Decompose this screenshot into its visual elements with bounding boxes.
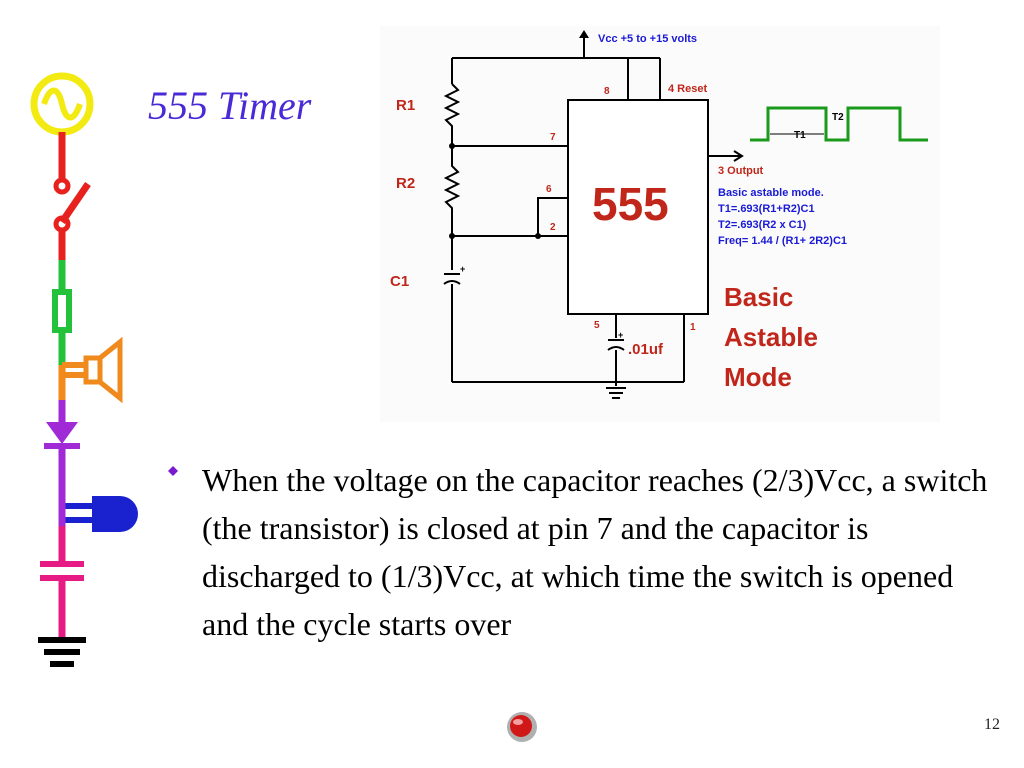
page-number: 12 [984, 716, 1000, 733]
circuit-ground-icon [606, 387, 626, 399]
timer-555-circuit-diagram: Vcc +5 to +15 volts R1 R2 + C1 7 2 6 555… [380, 26, 940, 422]
r1-resistor [443, 83, 461, 146]
r2-label: R2 [396, 175, 415, 192]
ground-icon [38, 637, 86, 667]
supply-label: Vcc +5 to +15 volts [598, 33, 697, 45]
chip-555-body [567, 99, 709, 315]
mode-title-2: Astable [724, 322, 818, 352]
switch-icon [53, 132, 91, 260]
r1-label: R1 [396, 97, 415, 114]
diode-icon [44, 400, 80, 500]
chip-label: 555 [592, 178, 669, 230]
mode-title-3: Mode [724, 362, 792, 392]
pin6-wire [537, 197, 568, 236]
pin7-label: 7 [550, 132, 556, 143]
fuse-icon [52, 260, 72, 365]
pin6-label: 6 [546, 184, 552, 195]
cap-label: .01uf [628, 341, 664, 358]
c1-capacitor: + [443, 264, 465, 285]
svg-text:+: + [460, 264, 465, 274]
pin2-label: 2 [550, 222, 556, 233]
r2-resistor [443, 146, 461, 236]
capacitor-icon [40, 526, 84, 638]
pin4-reset-label: 4 Reset [668, 83, 707, 95]
vcc-arrow-icon [579, 30, 589, 38]
lamp-icon [58, 496, 138, 560]
c1-label: C1 [390, 273, 409, 290]
output-arrow-icon [733, 150, 744, 162]
circuit-symbols-sidebar [30, 72, 138, 667]
svg-text:+: + [618, 330, 623, 340]
output-waveform [750, 106, 928, 142]
pin5-label: 5 [594, 320, 600, 331]
pin8-label: 8 [604, 86, 610, 97]
bullet-text: When the voltage on the capacitor reache… [202, 462, 988, 642]
output-label: 3 Output [718, 165, 764, 177]
diamond-bullet-icon [168, 466, 178, 476]
cap-01uf: + [607, 330, 625, 351]
t1-label: T1 [794, 130, 806, 141]
mode-line-3: T2=.693(R2 x C1) [718, 219, 807, 231]
pin1-label: 1 [690, 322, 696, 333]
next-slide-button-icon[interactable] [505, 710, 539, 744]
slide-title: 555 Timer [148, 83, 312, 128]
mode-line-1: Basic astable mode. [718, 187, 824, 199]
speaker-icon [58, 336, 123, 404]
mode-line-4: Freq= 1.44 / (R1+ 2R2)C1 [718, 235, 847, 247]
mode-line-2: T1=.693(R1+R2)C1 [718, 203, 815, 215]
t2-label: T2 [832, 112, 844, 123]
ac-source-icon [30, 72, 94, 136]
mode-title-1: Basic [724, 282, 793, 312]
